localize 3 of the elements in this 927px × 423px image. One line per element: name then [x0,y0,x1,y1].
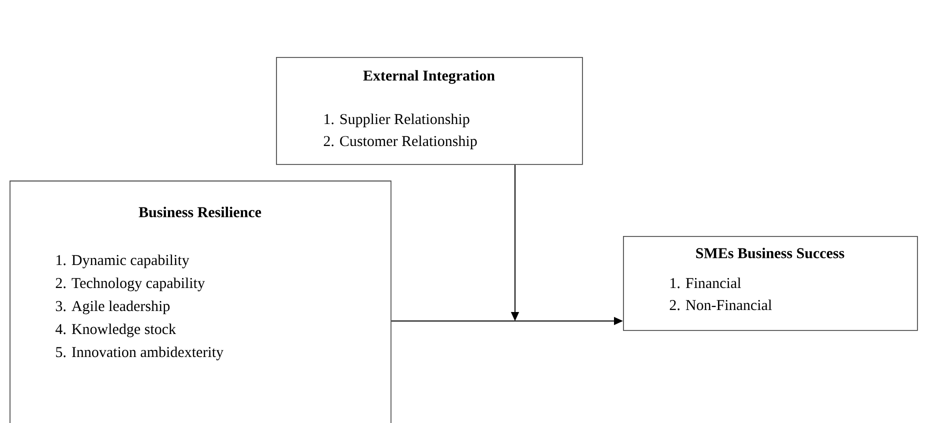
concept-box: SMEs Business Success 1. Financial 2. Non-Financial [623,236,918,331]
concept-box: External Integration 1. Supplier Relationship 2. Customer Relationship [276,57,583,165]
concept-box: Business Resilience 1. Dynamic capability 2. Technology capability 3. Agile leadership 4. Knowledge stock 5. Innovation ambidexterity [10,180,392,423]
